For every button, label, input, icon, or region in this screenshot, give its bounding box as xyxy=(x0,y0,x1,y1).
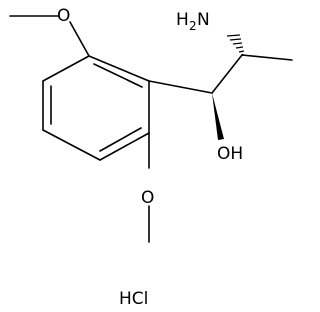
bond-c1-c2 xyxy=(211,54,243,94)
bond-ring-1 xyxy=(88,55,150,82)
bond-ring-inner-1 xyxy=(93,63,143,88)
bond-top-o-ring xyxy=(69,21,90,57)
bond-ring-3 xyxy=(99,132,150,161)
wedge-bond-c1-oh xyxy=(212,93,224,140)
hydroxyl-label: OH xyxy=(217,144,243,164)
bond-ring-6 xyxy=(42,55,90,82)
bond-ring-inner-2 xyxy=(99,127,142,152)
bond-ring-to-c1 xyxy=(148,80,213,94)
bond-ring-4 xyxy=(42,129,101,161)
amine-subscript-label: 2 xyxy=(189,19,197,33)
amine-n-label: N xyxy=(197,10,210,30)
hydrochloride-label: HCl xyxy=(119,289,148,309)
bond-c2-methyl xyxy=(241,54,293,61)
methoxy-top-oxygen-label: O xyxy=(57,6,70,26)
hashed-bond-c2-nh2 xyxy=(226,34,245,57)
structure-diagram: O O OH H 2 N HCl xyxy=(9,6,293,309)
methoxy-bottom-oxygen-label: O xyxy=(141,188,154,208)
amine-h-label: H xyxy=(176,10,189,30)
